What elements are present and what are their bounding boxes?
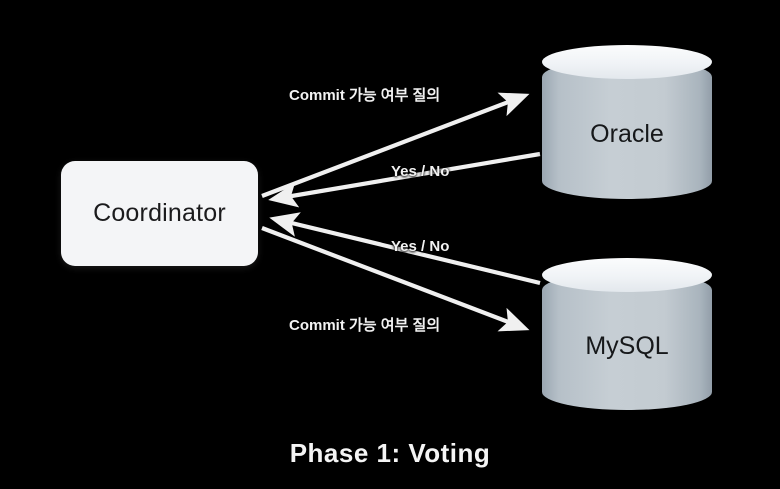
edge-yesno-mysql bbox=[269, 212, 541, 286]
cylinder-body bbox=[542, 272, 712, 410]
node-mysql[interactable]: MySQL bbox=[542, 258, 712, 410]
node-mysql-label: MySQL bbox=[585, 332, 669, 360]
node-oracle-label: Oracle bbox=[590, 120, 664, 148]
edge-label-yesno-oracle: Yes / No bbox=[391, 163, 450, 180]
edge-label-yesno-mysql: Yes / No bbox=[391, 238, 450, 255]
node-coordinator-label: Coordinator bbox=[93, 199, 226, 227]
edge-ask-oracle bbox=[261, 92, 530, 198]
edge-label-ask-mysql: Commit 가능 여부 질의 bbox=[289, 317, 441, 334]
edge-ask-mysql bbox=[261, 226, 530, 332]
edge-label-ask-oracle: Commit 가능 여부 질의 bbox=[289, 87, 441, 104]
cylinder-body bbox=[542, 59, 712, 199]
cylinder-top bbox=[542, 258, 712, 292]
slide-title: Phase 1: Voting bbox=[289, 438, 491, 468]
edge-yesno-oracle bbox=[268, 151, 541, 208]
cylinder-top bbox=[542, 45, 712, 79]
node-coordinator[interactable]: Coordinator bbox=[61, 161, 258, 266]
node-oracle[interactable]: Oracle bbox=[542, 45, 712, 199]
